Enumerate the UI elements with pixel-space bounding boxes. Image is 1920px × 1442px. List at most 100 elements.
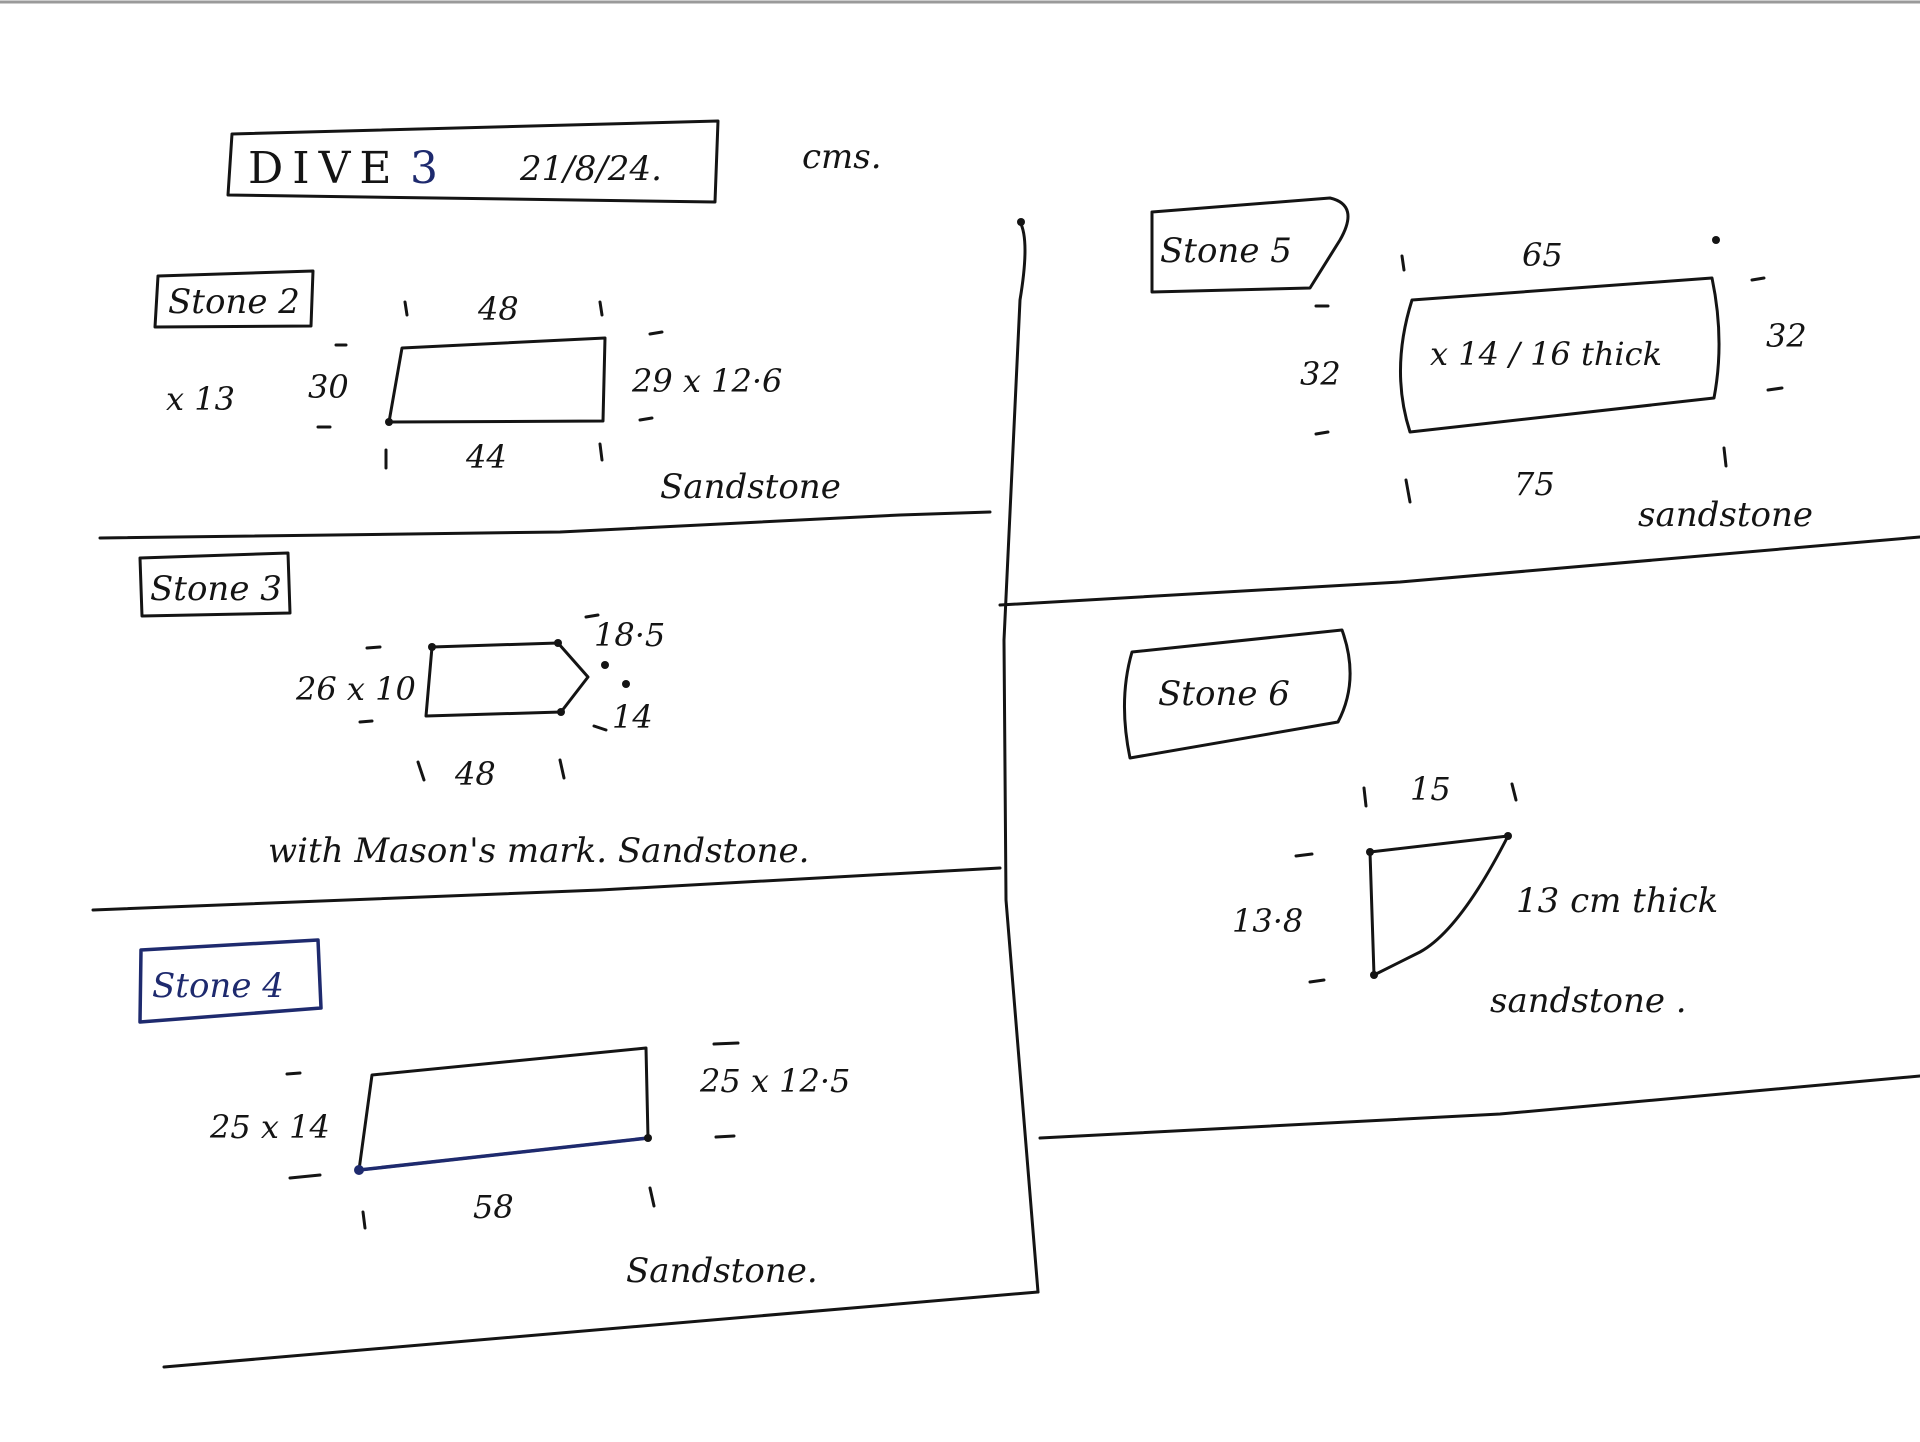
divider-bottom-right	[1038, 1074, 1920, 1140]
dim-tick	[1722, 446, 1728, 468]
stone-6-top-dim: 15	[1410, 770, 1451, 808]
stone-3-shape	[424, 641, 590, 718]
stone-2-right-dim: 29 x 12·6	[631, 362, 782, 400]
stone-6-label: Stone 6	[1158, 674, 1290, 714]
stone-2-label-box	[153, 269, 315, 329]
stone-2-left-extra-dim: x 13	[166, 380, 235, 418]
stone-3-section: Stone 3 26 x 10 48 18·5 14 with Mason's …	[138, 551, 809, 871]
vertex-dot	[601, 661, 609, 669]
dim-tick	[1362, 786, 1368, 808]
stone-4-material: Sandstone.	[626, 1251, 818, 1291]
dim-tick	[712, 1041, 740, 1046]
dim-tick	[1308, 978, 1326, 984]
dim-tick	[403, 300, 409, 317]
title-box	[226, 119, 720, 204]
dim-tick	[592, 724, 608, 732]
stone-3-label: Stone 3	[150, 569, 282, 609]
stone-3-bottom-dim: 48	[454, 755, 496, 793]
dim-tick	[714, 1134, 736, 1139]
stone-5-bottom-dim: 75	[1514, 465, 1555, 503]
vertex-dot	[622, 680, 630, 688]
dim-tick	[1314, 430, 1330, 436]
stone-2-bottom-dim: 44	[465, 438, 507, 476]
dim-tick	[638, 416, 654, 422]
dim-tick	[584, 613, 600, 619]
dim-tick	[288, 1173, 322, 1180]
vertex-dot	[385, 418, 393, 426]
dim-tick	[416, 760, 426, 782]
stone-6-left-dim: 13·8	[1232, 902, 1303, 940]
stone-6-label-box	[1122, 628, 1352, 760]
stone-2-top-dim: 48	[477, 290, 519, 328]
stone-2-label: Stone 2	[168, 282, 300, 322]
stone-3-label-box	[138, 551, 292, 618]
stone-3-right-top-dim: 18·5	[594, 616, 665, 654]
dim-tick	[361, 1210, 367, 1230]
stone-6-thickness: 13 cm thick	[1516, 881, 1718, 921]
stone-2-left-dim: 30	[308, 368, 349, 406]
stone-4-shape	[357, 1046, 650, 1172]
section-dividers	[91, 218, 1920, 1369]
vertical-divider	[1002, 220, 1040, 1294]
dim-tick	[598, 300, 604, 317]
dim-tick	[358, 719, 374, 724]
dim-tick	[648, 1186, 656, 1208]
stone-5-section: Stone 5 65 75 32 32 x 14 / 16 thick sand…	[1150, 196, 1813, 535]
stone-4-right-dim: 25 x 12·5	[699, 1062, 850, 1100]
stone-3-note: with Mason's mark. Sandstone.	[268, 831, 809, 871]
stone-6-shape	[1368, 834, 1510, 977]
dim-tick	[558, 758, 566, 780]
dim-tick	[1510, 782, 1518, 802]
stone-5-inside-note: x 14 / 16 thick	[1430, 335, 1662, 373]
divider-stone2-stone3	[98, 510, 992, 540]
vertex-dot	[1370, 971, 1378, 979]
stone-5-top-dim: 65	[1522, 236, 1563, 274]
stone-4-bottom-edge	[357, 1136, 650, 1172]
stone-5-right-dim: 32	[1766, 317, 1807, 355]
vertex-dot	[554, 639, 562, 647]
stone-3-left-dim: 26 x 10	[295, 670, 416, 708]
stone-4-section: Stone 4 25 x 14 25 x 12·5 58 Sandstone.	[138, 938, 850, 1291]
stone-5-left-dim: 32	[1300, 355, 1341, 393]
vertex-dot	[557, 708, 565, 716]
dim-tick	[1750, 276, 1766, 282]
vertex-dot	[1366, 848, 1374, 856]
divider-dot	[1017, 218, 1025, 226]
vertex-dot	[354, 1165, 364, 1175]
stone-4-label-box	[138, 938, 323, 1024]
dim-tick	[598, 442, 604, 462]
vertex-dot	[428, 643, 436, 651]
stone-2-material: Sandstone	[660, 467, 841, 507]
stone-4-left-dim: 25 x 14	[209, 1108, 330, 1146]
stone-5-shape	[1399, 276, 1721, 434]
stone-4-bottom-dim: 58	[473, 1188, 514, 1226]
vertex-dot	[644, 1134, 652, 1142]
dive-date: 21/8/24.	[519, 149, 662, 189]
stone-6-section: Stone 6 15 13·8 13 cm thick sandstone .	[1122, 628, 1718, 1021]
dim-tick	[1404, 478, 1412, 504]
stone-5-label-box	[1150, 196, 1350, 294]
units-label: cms.	[802, 137, 882, 177]
divider-bottom-left	[162, 1290, 1040, 1369]
stone-5-label: Stone 5	[1160, 231, 1292, 271]
dim-tick	[365, 645, 382, 650]
stone-2-section: Stone 2 48 44 30 x 13 29 x 12·6 Sandston…	[153, 269, 841, 507]
dim-tick	[1400, 254, 1406, 272]
divider-stone3-stone4	[91, 866, 1002, 912]
vertex-dot	[1712, 236, 1720, 244]
dive-number: 3	[410, 143, 447, 194]
divider-stone5-stone6	[998, 535, 1920, 607]
dim-tick	[1294, 852, 1314, 858]
stone-3-right-bottom-dim: 14	[612, 698, 653, 736]
stone-4-label: Stone 4	[152, 966, 284, 1006]
header: DIVE 3 21/8/24. cms.	[226, 119, 882, 204]
dive-title: DIVE	[248, 143, 401, 194]
dim-tick	[648, 330, 664, 336]
stone-6-material: sandstone .	[1490, 981, 1687, 1021]
dim-tick	[1766, 386, 1784, 392]
vertex-dot	[1504, 832, 1512, 840]
stone-5-material: sandstone	[1638, 495, 1813, 535]
dim-tick	[285, 1071, 302, 1076]
stone-2-shape	[387, 336, 607, 424]
